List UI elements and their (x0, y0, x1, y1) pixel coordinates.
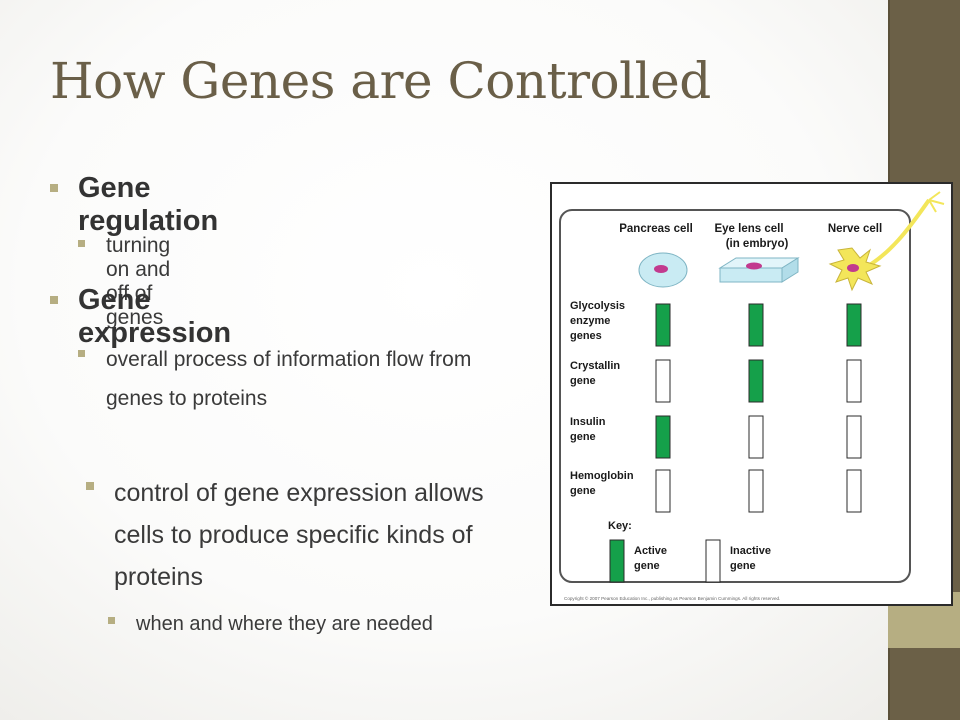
bullet-information-flow: overall process of information flow from… (106, 348, 472, 410)
row-label-glycolysis-1: Glycolysis (570, 300, 625, 312)
key-inactive-label-2: gene (730, 560, 756, 572)
key-inactive-swatch (705, 539, 721, 583)
column-header-eye-lens: Eye lens cell (714, 223, 783, 235)
key-active-label-1: Active (634, 545, 667, 557)
gene-cell-insulin-nerve (846, 415, 862, 459)
column-header-nerve: Nerve cell (828, 223, 882, 235)
bullet-control-expression: control of gene expression allows cells … (114, 479, 484, 591)
column-header-note: (in embryo) (726, 238, 789, 250)
bullet-marker-1 (50, 184, 58, 192)
gene-cell-crystallin-eye-lens (748, 359, 764, 403)
diagram-inner-box (559, 209, 911, 583)
row-label-crystallin-1: Crystallin (570, 360, 620, 372)
gene-cell-insulin-pancreas (655, 415, 671, 459)
gene-cell-glycolysis-pancreas (655, 303, 671, 347)
row-label-hemoglobin-1: Hemoglobin (570, 470, 634, 482)
bullet-when-where: when and where they are needed (136, 613, 433, 635)
row-label-crystallin-2: gene (570, 375, 596, 387)
bullet-marker-5 (86, 482, 94, 490)
pancreas-cell-icon (638, 252, 688, 288)
row-label-glycolysis-2: enzyme (570, 315, 610, 327)
key-title: Key: (608, 520, 632, 532)
bullet-gene-expression: Gene expression (78, 284, 232, 349)
bullet-marker-3 (50, 296, 58, 304)
key-active-label-2: gene (634, 560, 660, 572)
bullet-marker-6 (108, 617, 115, 624)
nerve-cell-icon (828, 191, 945, 292)
gene-matrix (655, 303, 862, 513)
copyright-text: Copyright © 2007 Pearson Education Inc.,… (564, 595, 780, 601)
bullet-marker-2 (78, 240, 85, 247)
bullet-gene-regulation: Gene regulation (78, 172, 219, 237)
gene-cell-crystallin-pancreas (655, 359, 671, 403)
gene-cell-crystallin-nerve (846, 359, 862, 403)
gene-cell-hemoglobin-nerve (846, 469, 862, 513)
row-label-glycolysis-3: genes (570, 330, 602, 342)
key-inactive-label-1: Inactive (730, 545, 771, 557)
gene-expression-figure: Pancreas cell Eye lens cell (in embryo) … (550, 182, 953, 606)
gene-cell-glycolysis-nerve (846, 303, 862, 347)
gene-cell-hemoglobin-pancreas (655, 469, 671, 513)
eye-lens-cell-icon (718, 257, 800, 283)
key-active-swatch (609, 539, 625, 583)
bullet-marker-4 (78, 350, 85, 357)
gene-expression-diagram: Pancreas cell Eye lens cell (in embryo) … (559, 191, 945, 601)
gene-cell-insulin-eye-lens (748, 415, 764, 459)
gene-cell-glycolysis-eye-lens (748, 303, 764, 347)
slide-title: How Genes are Controlled (50, 52, 711, 110)
column-header-pancreas: Pancreas cell (619, 223, 693, 235)
bullet-turning-on-off: turning on and off of genes (106, 234, 171, 329)
gene-cell-hemoglobin-eye-lens (748, 469, 764, 513)
row-label-insulin-2: gene (570, 431, 596, 443)
row-label-insulin-1: Insulin (570, 416, 606, 428)
row-label-hemoglobin-2: gene (570, 485, 596, 497)
